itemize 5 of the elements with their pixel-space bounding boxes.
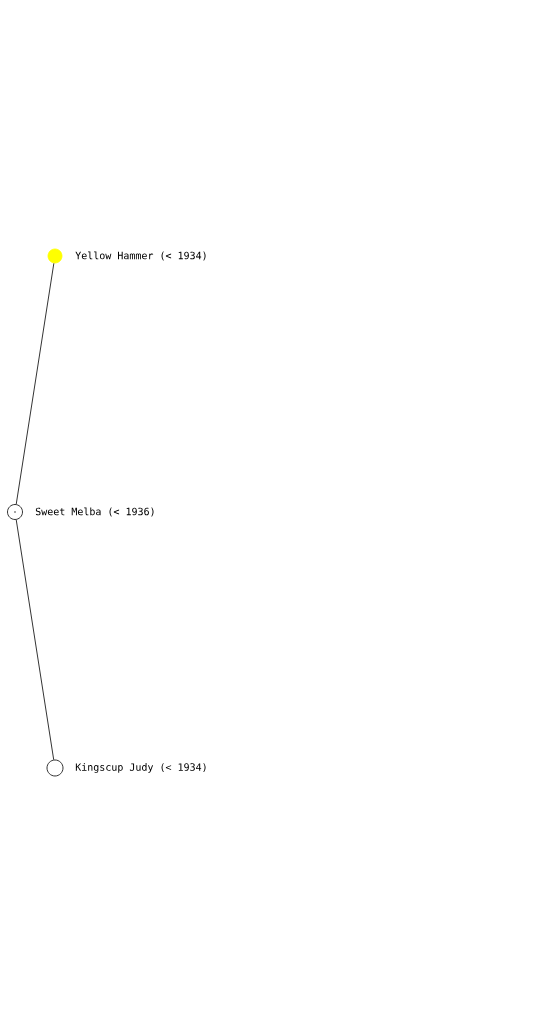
variety-name: Yellow Hammer (< 1934) xyxy=(75,251,206,261)
connector-line xyxy=(15,519,55,761)
variety-name: Sweet Melba (< 1936) xyxy=(35,507,154,517)
variety-name: Kingscup Judy (< 1934) xyxy=(75,763,206,773)
connector-line xyxy=(15,262,55,505)
